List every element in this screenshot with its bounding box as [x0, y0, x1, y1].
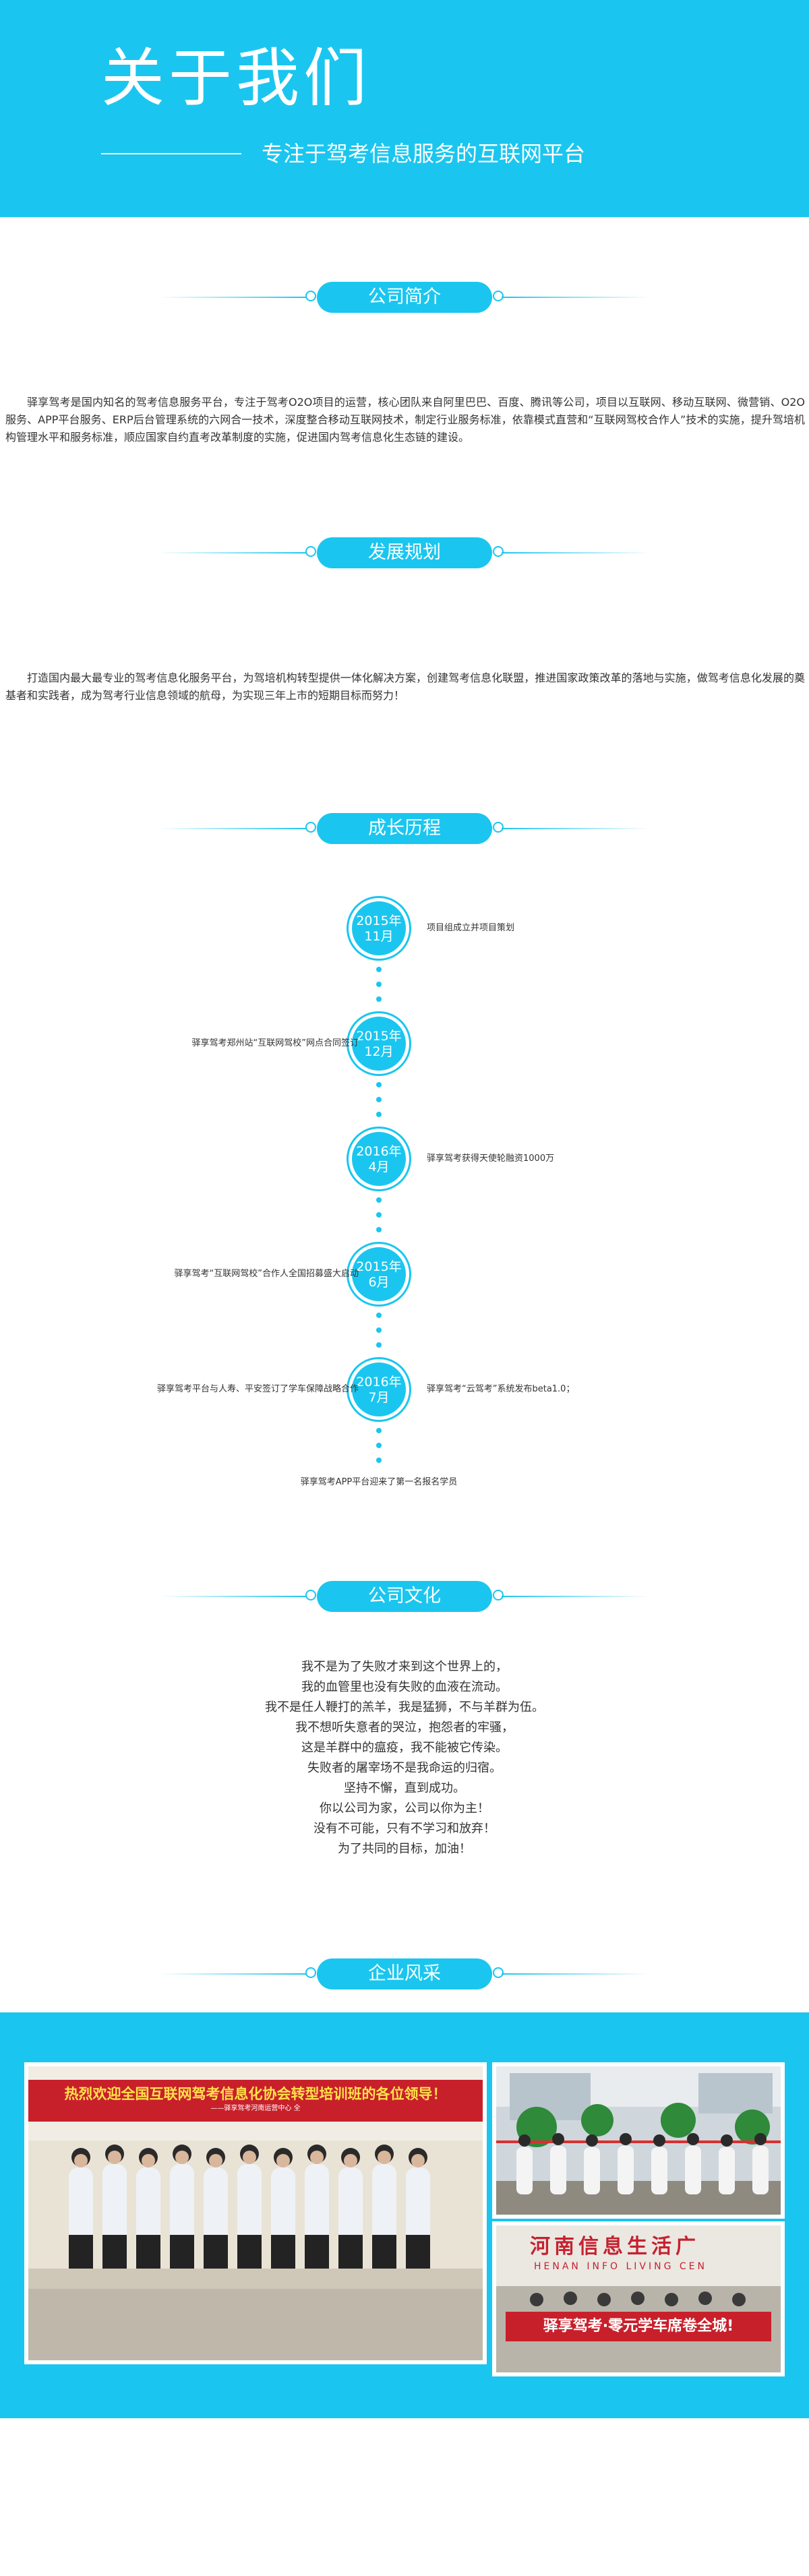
- timeline-dot: [376, 1197, 382, 1203]
- section-title-plan: 发展规划: [317, 537, 492, 568]
- culture-line: 这是羊群中的瘟疫，我不能被它传染。: [301, 1741, 508, 1755]
- culture-line: 我的血管里也没有失败的血液在流动。: [301, 1680, 508, 1694]
- header-dot-right: [493, 822, 504, 833]
- header-line-left: [159, 1596, 307, 1597]
- timeline-year: 2016年: [356, 1375, 402, 1389]
- header-dot-right: [493, 1967, 504, 1978]
- timeline-event-text: 驿享驾考郑州站“互联网驾校”网点合同签订: [191, 1038, 359, 1048]
- timeline-dot: [376, 1082, 382, 1087]
- timeline-event-text: 项目组成立并项目策划: [427, 923, 515, 933]
- section-title-culture: 公司文化: [317, 1581, 492, 1612]
- header-dot-left: [305, 1967, 316, 1978]
- gallery-photo-outdoor: 河南信息生活广 HENAN INFO LIVING CEN 驿享驾考·零元学车席…: [492, 2221, 785, 2376]
- timeline-dot: [376, 1342, 382, 1348]
- timeline-node: 2016年 7月: [349, 1359, 409, 1420]
- timeline-dot: [376, 1227, 382, 1232]
- timeline-node: 2015年 11月: [349, 898, 409, 959]
- timeline-year: 2015年: [356, 1029, 402, 1044]
- welcome-banner-text: 热烈欢迎全国互联网驾考信息化协会转型培训班的各位领导！: [64, 2086, 447, 2102]
- header-dot-left: [305, 822, 316, 833]
- culture-line: 失败者的屠宰场不是我命运的归宿。: [307, 1761, 502, 1775]
- timeline-dot: [376, 1097, 382, 1102]
- header-dot-right: [493, 291, 504, 301]
- promo-banner: 驿享驾考·零元学车席卷全城!: [506, 2312, 771, 2341]
- building-sign: 河南信息生活广: [530, 2235, 700, 2258]
- header-line-right: [502, 1973, 650, 1975]
- header-line-left: [159, 552, 307, 553]
- culture-line: 我不是为了失败才来到这个世界上的，: [301, 1660, 508, 1674]
- header-line-right: [502, 552, 650, 553]
- culture-line: 坚持不懈，直到成功。: [344, 1781, 465, 1795]
- section-title-intro: 公司简介: [317, 282, 492, 313]
- timeline-month: 12月: [364, 1044, 394, 1059]
- hero-banner: 关于我们 专注于驾考信息服务的互联网平台: [0, 0, 809, 217]
- header-dot-left: [305, 1590, 316, 1600]
- timeline-dot: [376, 1327, 382, 1333]
- section-header-style: 企业风采: [0, 1958, 809, 1989]
- culture-line: 你以公司为家，公司以你为主！: [320, 1801, 489, 1816]
- header-dot-right: [493, 1590, 504, 1600]
- timeline-dot: [376, 996, 382, 1002]
- section-header-history: 成长历程: [0, 813, 809, 844]
- timeline-dot: [376, 967, 382, 972]
- gallery-photo-ceremony: [492, 2062, 785, 2219]
- outdoor-photo-image: [496, 2225, 781, 2372]
- timeline-event-text: 驿享驾考获得天使轮融资1000万: [427, 1154, 555, 1164]
- hero-subtitle: 专注于驾考信息服务的互联网平台: [262, 141, 586, 167]
- header-dot-left: [305, 546, 316, 557]
- gallery-photo-group: 热烈欢迎全国互联网驾考信息化协会转型培训班的各位领导！ ——驿享驾考河南运营中心…: [24, 2062, 487, 2364]
- timeline-month: 6月: [368, 1275, 390, 1290]
- timeline-node: 2016年 4月: [349, 1129, 409, 1189]
- section-title-history: 成长历程: [317, 813, 492, 844]
- timeline-dot: [376, 1443, 382, 1448]
- header-line-left: [159, 297, 307, 298]
- building-sign-en: HENAN INFO LIVING CEN: [534, 2261, 707, 2272]
- header-line-left: [159, 828, 307, 829]
- timeline-event-text: 驿享驾考“互联网驾校”合作人全国招募盛大启动: [174, 1269, 359, 1279]
- timeline-month: 7月: [368, 1390, 390, 1405]
- intro-text: 驿享驾考是国内知名的驾考信息服务平台，专注于驾考O2O项目的运营，核心团队来自阿…: [5, 396, 805, 444]
- header-line-right: [502, 828, 650, 829]
- header-dot-right: [493, 546, 504, 557]
- timeline-dot: [376, 1212, 382, 1218]
- timeline-event-text: 驿享驾考“云驾考”系统发布beta1.0；: [427, 1384, 575, 1394]
- welcome-banner-sub: ——驿享驾考河南运营中心 全: [210, 2105, 301, 2112]
- culture-line: 没有不可能，只有不学习和放弃！: [313, 1822, 496, 1836]
- culture-line: 我不是任人鞭打的羔羊，我是猛狮，不与羊群为伍。: [265, 1700, 544, 1714]
- timeline-month: 4月: [368, 1160, 390, 1174]
- timeline-dot: [376, 1112, 382, 1117]
- timeline-dot: [376, 1313, 382, 1318]
- section-header-culture: 公司文化: [0, 1581, 809, 1612]
- section-header-plan: 发展规划: [0, 537, 809, 568]
- culture-text: 我不是为了失败才来到这个世界上的， 我的血管里也没有失败的血液在流动。 我不是任…: [0, 1657, 809, 1859]
- hero-divider: [101, 153, 241, 154]
- ceremony-photo-image: [496, 2066, 781, 2215]
- timeline-dot: [376, 982, 382, 987]
- timeline-dot: [376, 1458, 382, 1463]
- section-header-intro: 公司简介: [0, 282, 809, 313]
- timeline-month: 11月: [364, 929, 394, 944]
- section-title-style: 企业风采: [317, 1958, 492, 1989]
- timeline-event-text: 驿享驾考平台与人寿、平安签订了学车保障战略合作: [156, 1384, 359, 1394]
- header-line-right: [502, 1596, 650, 1597]
- timeline-node: 2015年 12月: [349, 1013, 409, 1074]
- header-dot-left: [305, 291, 316, 301]
- welcome-banner: 热烈欢迎全国互联网驾考信息化协会转型培训班的各位领导！ ——驿享驾考河南运营中心…: [28, 2080, 483, 2122]
- timeline-year: 2016年: [356, 1144, 402, 1159]
- header-line-left: [159, 1973, 307, 1975]
- timeline-year: 2015年: [356, 1259, 402, 1274]
- page-title: 关于我们: [101, 42, 371, 115]
- plan-text: 打造国内最大最专业的驾考信息化服务平台，为驾培机构转型提供一体化解决方案，创建驾…: [5, 671, 805, 702]
- timeline-year: 2015年: [356, 913, 402, 928]
- timeline-dot: [376, 1428, 382, 1433]
- culture-line: 为了共同的目标，加油！: [338, 1842, 471, 1856]
- gallery-band: 热烈欢迎全国互联网驾考信息化协会转型培训班的各位领导！ ——驿享驾考河南运营中心…: [0, 2012, 809, 2418]
- header-line-right: [502, 297, 650, 298]
- timeline-final-text: 驿享驾考APP平台迎来了第一名报名学员: [300, 1477, 458, 1487]
- culture-line: 我不想听失意者的哭泣，抱怨者的牢骚，: [295, 1720, 514, 1735]
- timeline-node: 2015年 6月: [349, 1244, 409, 1305]
